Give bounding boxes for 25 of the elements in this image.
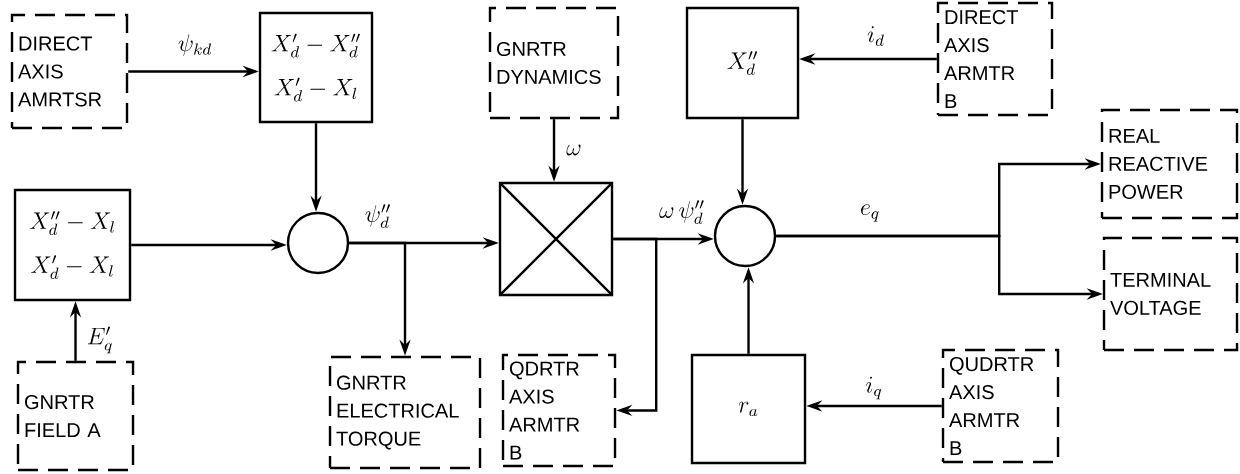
external-block: QUDRTR AXIS ARMTR B: [941, 348, 1060, 464]
edge-label: $E'_{q}$: [84, 324, 116, 356]
edge-label: $\psi_{kd}$: [175, 32, 215, 58]
external-block: TERMINAL VOLTAGE: [1102, 236, 1239, 352]
edge-label: $e_{q}$: [858, 202, 883, 224]
external-block: GNRTR DYNAMICS: [488, 6, 620, 120]
transfer-function-box: $X''_{d}$: [685, 6, 800, 120]
edge-label: $\omega$: [564, 142, 584, 158]
external-block: QDRTR AXIS ARMTR B: [501, 353, 617, 468]
arrow: [613, 237, 658, 417]
transfer-function-box: $X'_{d} - X''_{d}$ $X'_{d} - X_{l}$: [258, 11, 374, 124]
external-block: DIRECT AXIS ARMTR B: [936, 1, 1054, 117]
external-block: GNRTR FIELD A: [16, 360, 135, 472]
multiplier-box: [498, 181, 614, 297]
edge-label: $\omega\,\psi''_{d}$: [657, 198, 707, 226]
external-block: REAL REACTIVE POWER: [1100, 108, 1239, 220]
summing-junction: [286, 211, 350, 275]
edge-label: $i_{d}$: [865, 24, 887, 48]
external-block: GNRTR ELECTRICAL TORQUE: [328, 355, 482, 470]
edge-label: $i_{q}$: [863, 374, 885, 402]
edge-label: $\psi''_{d}$: [362, 202, 394, 230]
transfer-function-box: $r_{a}$: [690, 353, 807, 465]
external-block: DIRECT AXIS AMRTSR: [10, 13, 129, 130]
summing-junction: [713, 204, 777, 268]
transfer-function-box: $X''_{d} - X_{l}$ $X'_{d} - X_{l}$: [13, 188, 132, 302]
